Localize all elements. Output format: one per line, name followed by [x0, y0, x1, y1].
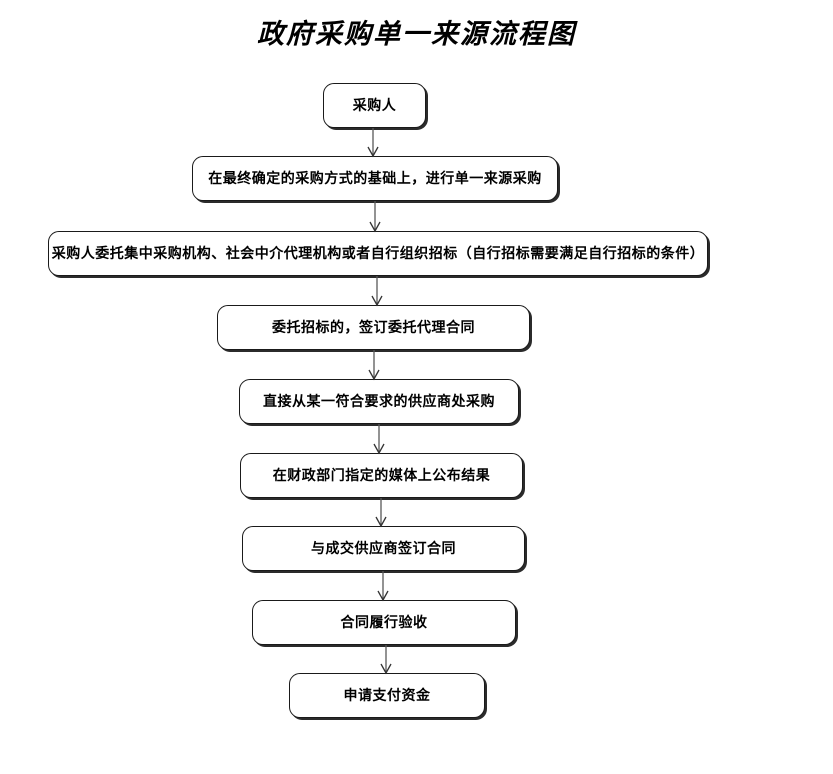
flow-node-n8[interactable]: 合同履行验收: [252, 600, 516, 645]
flow-node-n3[interactable]: 采购人委托集中采购机构、社会中介代理机构或者自行组织招标（自行招标需要满足自行招…: [48, 231, 708, 276]
flow-node-n5[interactable]: 直接从某一符合要求的供应商处采购: [239, 379, 519, 424]
flow-connector-c1: [366, 128, 380, 158]
flow-connector-c2: [368, 201, 382, 233]
flow-node-label: 采购人: [352, 96, 397, 113]
flow-node-n9[interactable]: 申请支付资金: [289, 673, 485, 718]
flow-node-label: 委托招标的，签订委托代理合同: [272, 318, 475, 335]
flow-connector-c4: [367, 350, 381, 381]
flow-node-label: 合同履行验收: [340, 613, 428, 630]
flow-connector-c6: [374, 498, 388, 528]
flow-node-label: 申请支付资金: [343, 686, 431, 703]
flow-node-label: 在财政部门指定的媒体上公布结果: [272, 466, 491, 483]
flow-node-n7[interactable]: 与成交供应商签订合同: [242, 526, 525, 571]
flow-node-label: 在最终确定的采购方式的基础上，进行单一来源采购: [208, 169, 542, 186]
flow-node-label: 采购人委托集中采购机构、社会中介代理机构或者自行组织招标（自行招标需要满足自行招…: [51, 244, 705, 261]
flow-node-label: 直接从某一符合要求的供应商处采购: [263, 392, 495, 409]
flow-connector-c7: [376, 571, 390, 602]
flow-node-n6[interactable]: 在财政部门指定的媒体上公布结果: [240, 453, 523, 498]
flow-node-n2[interactable]: 在最终确定的采购方式的基础上，进行单一来源采购: [192, 156, 558, 201]
flow-connector-c3: [370, 276, 384, 307]
flow-connector-c5: [372, 424, 386, 455]
flow-node-n4[interactable]: 委托招标的，签订委托代理合同: [217, 305, 530, 350]
flow-node-label: 与成交供应商签订合同: [311, 539, 456, 556]
flow-connector-c8: [379, 645, 393, 675]
page-title: 政府采购单一来源流程图: [257, 19, 576, 50]
flow-node-n1[interactable]: 采购人: [323, 83, 426, 128]
